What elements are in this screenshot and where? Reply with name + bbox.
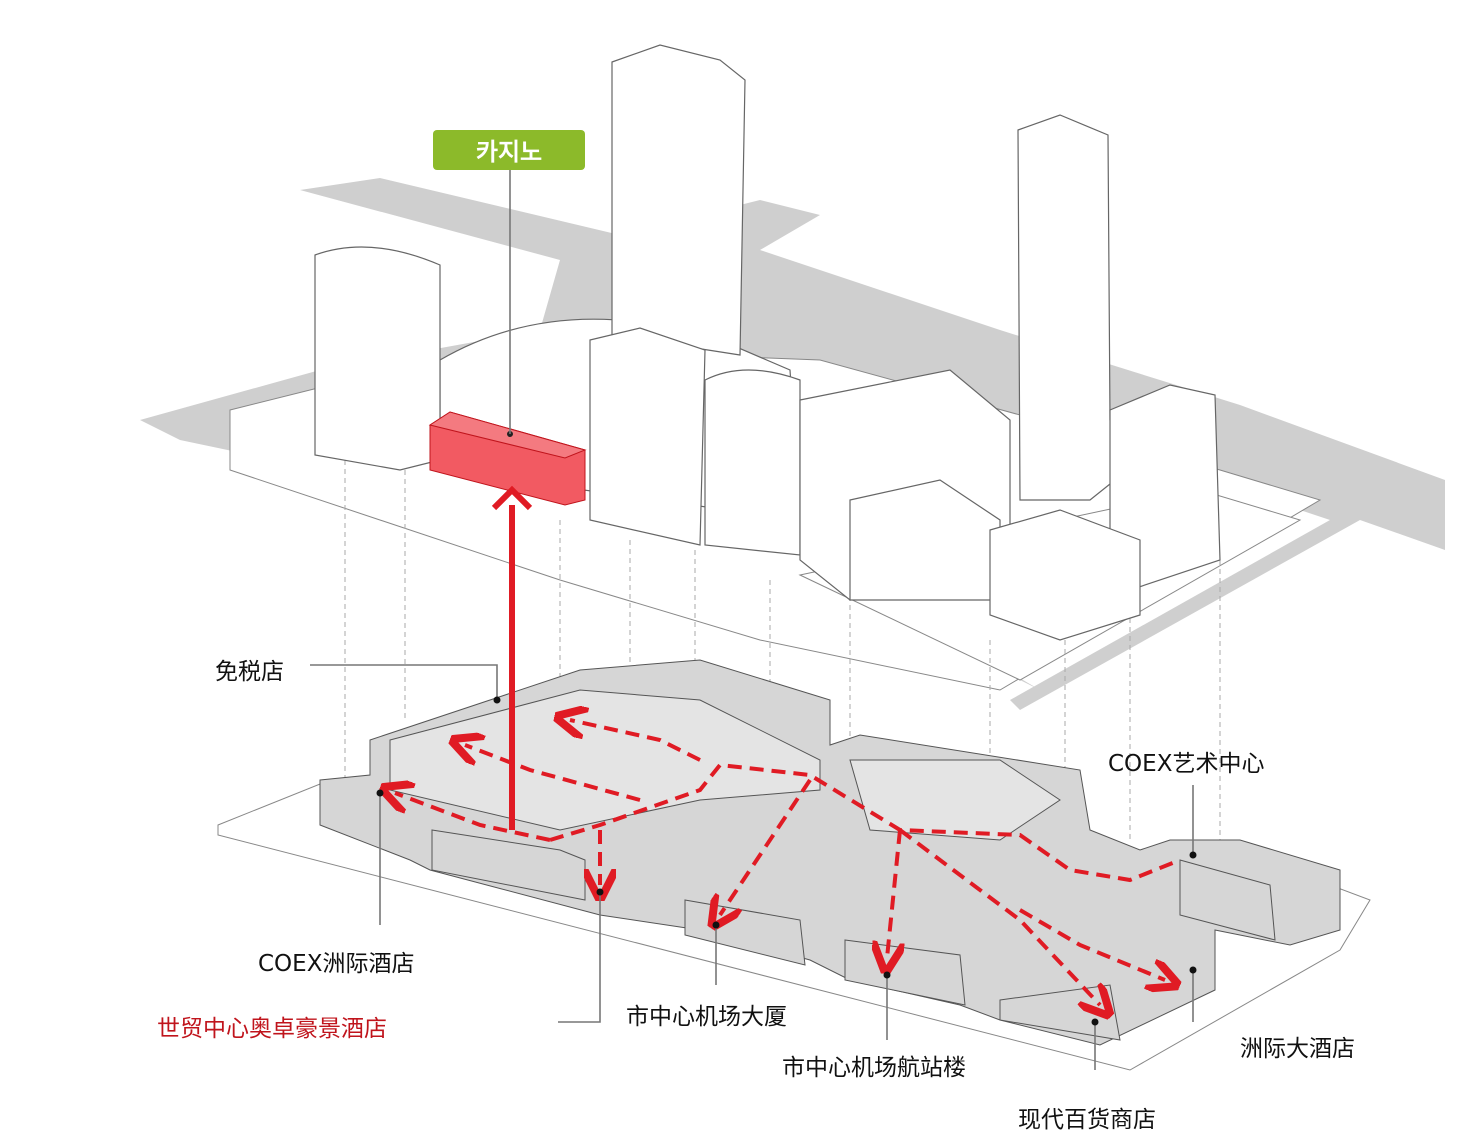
casino-access-arrow	[491, 485, 533, 830]
labels: 免税店 COEX艺术中心 COEX洲际酒店 世贸中心奥卓豪景酒店 市中心机场大厦…	[157, 659, 1355, 1133]
casino-badge: 카지노	[433, 130, 585, 434]
lower-site	[217, 659, 1371, 1071]
label-coex-art-center: COEX艺术中心	[1108, 751, 1264, 777]
casino-badge-label: 카지노	[476, 138, 542, 166]
label-city-airport-terminal: 市中心机场航站楼	[782, 1055, 966, 1081]
label-coex-intercontinental: COEX洲际酒店	[258, 951, 414, 977]
label-city-airport-building: 市中心机场大厦	[626, 1004, 787, 1030]
underground-routes	[395, 720, 1180, 1005]
label-duty-free: 免税店	[215, 659, 284, 685]
label-hyundai-department-store: 现代百货商店	[1018, 1107, 1156, 1133]
label-trade-center-hotel: 世贸中心奥卓豪景酒店	[157, 1016, 387, 1042]
label-intercontinental-grand: 洲际大酒店	[1240, 1036, 1355, 1062]
casino-building	[428, 411, 587, 506]
leader-lines	[310, 664, 1197, 1070]
